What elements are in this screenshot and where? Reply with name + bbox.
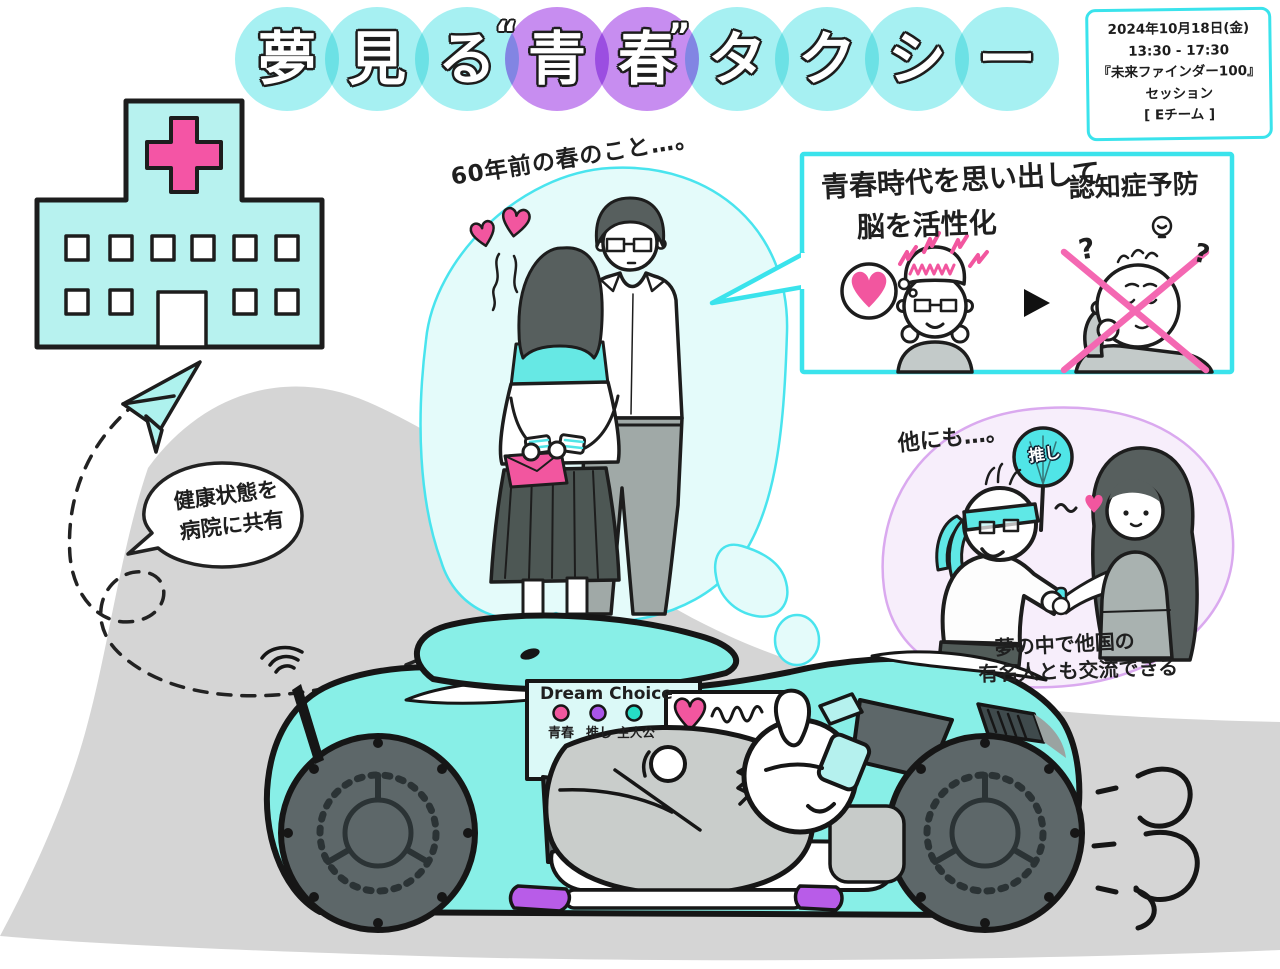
title-close-quote: ”: [668, 16, 691, 56]
pleated-skirt: [489, 466, 621, 584]
title-char: 見: [347, 25, 406, 93]
fan-senior: [935, 462, 1066, 668]
idol-fan-icon: [1012, 426, 1074, 532]
title-char: ー: [977, 25, 1036, 93]
hospital-icon: [34, 98, 325, 350]
session-program: 『未来ファインダー100』: [1097, 63, 1261, 82]
title-open-quote: “: [495, 14, 518, 54]
heartbeat-wave-icon: [710, 705, 764, 724]
front-windshield: [870, 650, 1048, 682]
wheel-icon: [885, 733, 1085, 933]
cross-out-icon: [1060, 248, 1210, 374]
title-char: 春: [617, 25, 676, 93]
hood-vent-icon: [976, 702, 1066, 758]
wifi-signal-icon: [260, 645, 304, 674]
session-time: 13:30 - 17:30: [1128, 41, 1230, 60]
paper-plane-icon: [121, 360, 202, 454]
handshake-icon: [1040, 586, 1071, 616]
dream-bubble: [881, 406, 1235, 689]
lightbulb-doodle-icon: [1151, 215, 1173, 239]
antenna-icon: [260, 645, 324, 764]
session-team: [ Eチーム ]: [1143, 106, 1216, 124]
dream-choice-dots: [552, 704, 643, 722]
session-note: 2024年10月18日(金) 13:30 - 17:30 『未来ファインダー10…: [1085, 6, 1273, 142]
session-type: セッション: [1145, 85, 1214, 103]
idol-girl: [1058, 446, 1199, 662]
skirt-accent: [508, 884, 572, 913]
thought-bubble-icon: [840, 262, 918, 320]
hospital-windows: [64, 234, 300, 349]
title-circle: [685, 7, 789, 111]
sleep-device-icon: [816, 732, 872, 792]
arrow-icon: [1024, 289, 1050, 317]
remembering-senior: [840, 231, 989, 374]
memory-schoolgirl: [489, 246, 621, 618]
title-char: シ: [887, 25, 946, 93]
title-char: ク: [797, 25, 856, 93]
sleeping-passenger: [543, 688, 906, 897]
dashed-route: [67, 408, 420, 698]
title-circle: [235, 7, 339, 111]
health-bubble-shape: [126, 461, 304, 569]
title-circle: [505, 7, 609, 111]
title-circle: [415, 7, 519, 111]
hospital-door: [156, 290, 208, 349]
title-char: る: [437, 25, 496, 93]
title-char: 夢: [257, 25, 316, 93]
wheel-icon: [278, 733, 478, 933]
medical-cross-icon: [145, 116, 223, 194]
glasses-icon: [605, 237, 653, 253]
benefit-box: [709, 151, 1235, 375]
title-circle: [955, 7, 1059, 111]
title-circle: [865, 7, 969, 111]
spark-lightning-icon: [898, 231, 989, 268]
title-circle: [595, 7, 699, 111]
title-circle: [775, 7, 879, 111]
memory-bubble: [419, 166, 821, 667]
session-date: 2024年10月18日(金): [1107, 20, 1250, 38]
dream-taxi: [260, 612, 1200, 933]
title-char: 青: [527, 25, 586, 93]
skirt-accent: [793, 884, 844, 912]
dementia-crossed-out: [1060, 215, 1214, 374]
exhaust-puff-icon: [1091, 766, 1200, 931]
title-char: タ: [707, 25, 766, 93]
brainwave-icon: [908, 263, 956, 276]
title-circle: [325, 7, 429, 111]
